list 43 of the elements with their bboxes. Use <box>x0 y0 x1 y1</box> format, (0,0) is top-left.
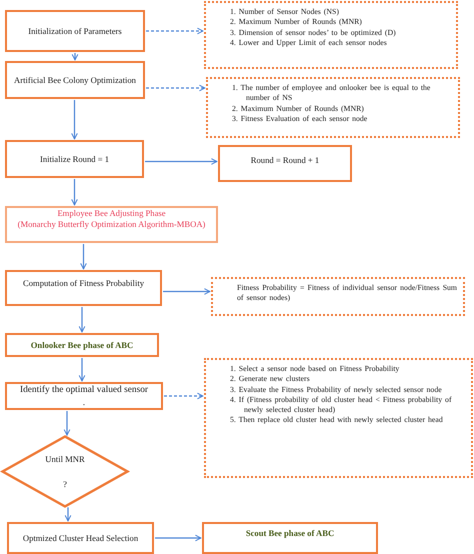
process-box <box>202 522 378 554</box>
box-label: Until MNR <box>45 454 85 464</box>
note-box <box>204 358 473 478</box>
arrow <box>146 84 206 92</box>
box-label: Computation of Fitness Probability <box>22 278 144 289</box>
arrow <box>163 288 210 295</box>
decision-diamond <box>1 435 129 508</box>
process-box <box>5 140 144 178</box>
box-label: Scout Bee phase of ABC <box>246 528 334 539</box>
arrow <box>72 53 78 60</box>
note-box <box>211 277 465 316</box>
box-sublabel: (Monarchy Butterfly Optimization Algorithm-MBOA) <box>18 218 206 230</box>
arrow <box>71 100 78 140</box>
note-box <box>204 1 458 69</box>
arrow <box>78 358 86 382</box>
arrow <box>155 534 202 542</box>
process-box <box>5 10 145 52</box>
arrow <box>145 158 218 165</box>
box-label: Initialization of Parameters <box>28 26 122 36</box>
arrow <box>146 28 204 34</box>
box-label: Round = Round + 1 <box>250 155 320 166</box>
arrow <box>164 392 204 400</box>
arrow <box>71 179 78 206</box>
process-box <box>5 382 163 410</box>
box-sublabel: . <box>82 396 86 408</box>
box-label: Optmized Cluster Head Selection <box>22 532 138 544</box>
process-box <box>5 270 162 306</box>
box-label: Employee Bee Adjusting Phase <box>57 208 166 219</box>
arrow <box>80 244 87 270</box>
box-label: Identify the optimal valued sensor <box>20 384 148 396</box>
note-box <box>206 77 460 138</box>
process-box <box>7 522 154 554</box>
process-box <box>5 333 159 357</box>
process-box <box>5 206 218 243</box>
arrow <box>78 307 86 332</box>
box-label: Initialize Round = 1 <box>40 154 110 164</box>
box-sublabel: ? <box>63 478 67 490</box>
process-box <box>5 61 145 99</box>
box-label: Onlooker Bee phase of ABC <box>30 340 134 350</box>
arrow <box>64 507 72 522</box>
process-box <box>218 145 352 182</box>
box-label: Artificial Bee Colony Optimization <box>14 74 136 86</box>
arrow <box>64 411 70 436</box>
